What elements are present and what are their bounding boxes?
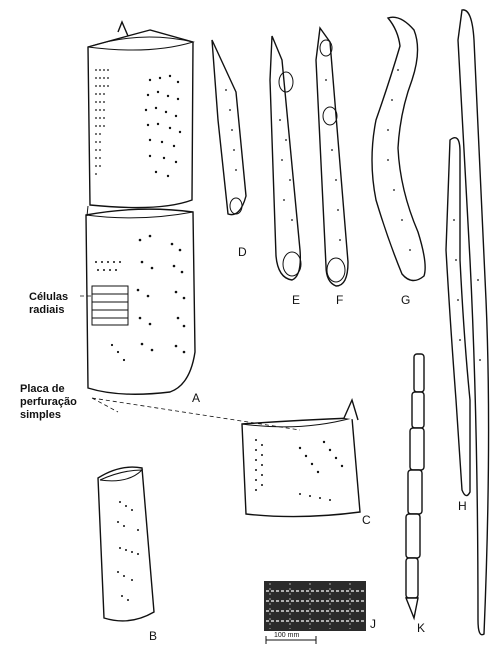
- vessel-element-b: [98, 467, 154, 621]
- panel-label-c: C: [362, 513, 371, 527]
- tracheid-d: [212, 40, 246, 215]
- fiber-tracheid-g: [372, 17, 425, 280]
- label-celulas-line1: Células: [29, 291, 68, 303]
- label-celulas-line2: radiais: [29, 304, 64, 316]
- vessel-element-a: [86, 22, 195, 394]
- panel-label-d: D: [238, 245, 247, 259]
- panel-label-g: G: [401, 293, 410, 307]
- fiber-h: [446, 10, 489, 635]
- panel-label-k: K: [417, 621, 425, 635]
- panel-label-j: J: [370, 617, 376, 631]
- panel-label-a: A: [192, 391, 200, 405]
- panel-label-f: F: [336, 293, 343, 307]
- label-placa-line1: Placa de: [20, 383, 65, 395]
- vessel-element-c: [242, 400, 360, 517]
- vessel-element-f: [316, 28, 348, 286]
- cross-section-j: [264, 581, 366, 631]
- panel-label-e: E: [292, 293, 300, 307]
- label-placa-line3: simples: [20, 409, 61, 421]
- panel-label-h: H: [458, 499, 467, 513]
- scale-bar-label: 100 mm: [274, 632, 299, 639]
- panel-label-b: B: [149, 629, 157, 643]
- vessel-element-e: [270, 36, 301, 280]
- label-placa-line2: perfuração: [20, 396, 77, 408]
- parenchyma-strand-k: [406, 354, 424, 618]
